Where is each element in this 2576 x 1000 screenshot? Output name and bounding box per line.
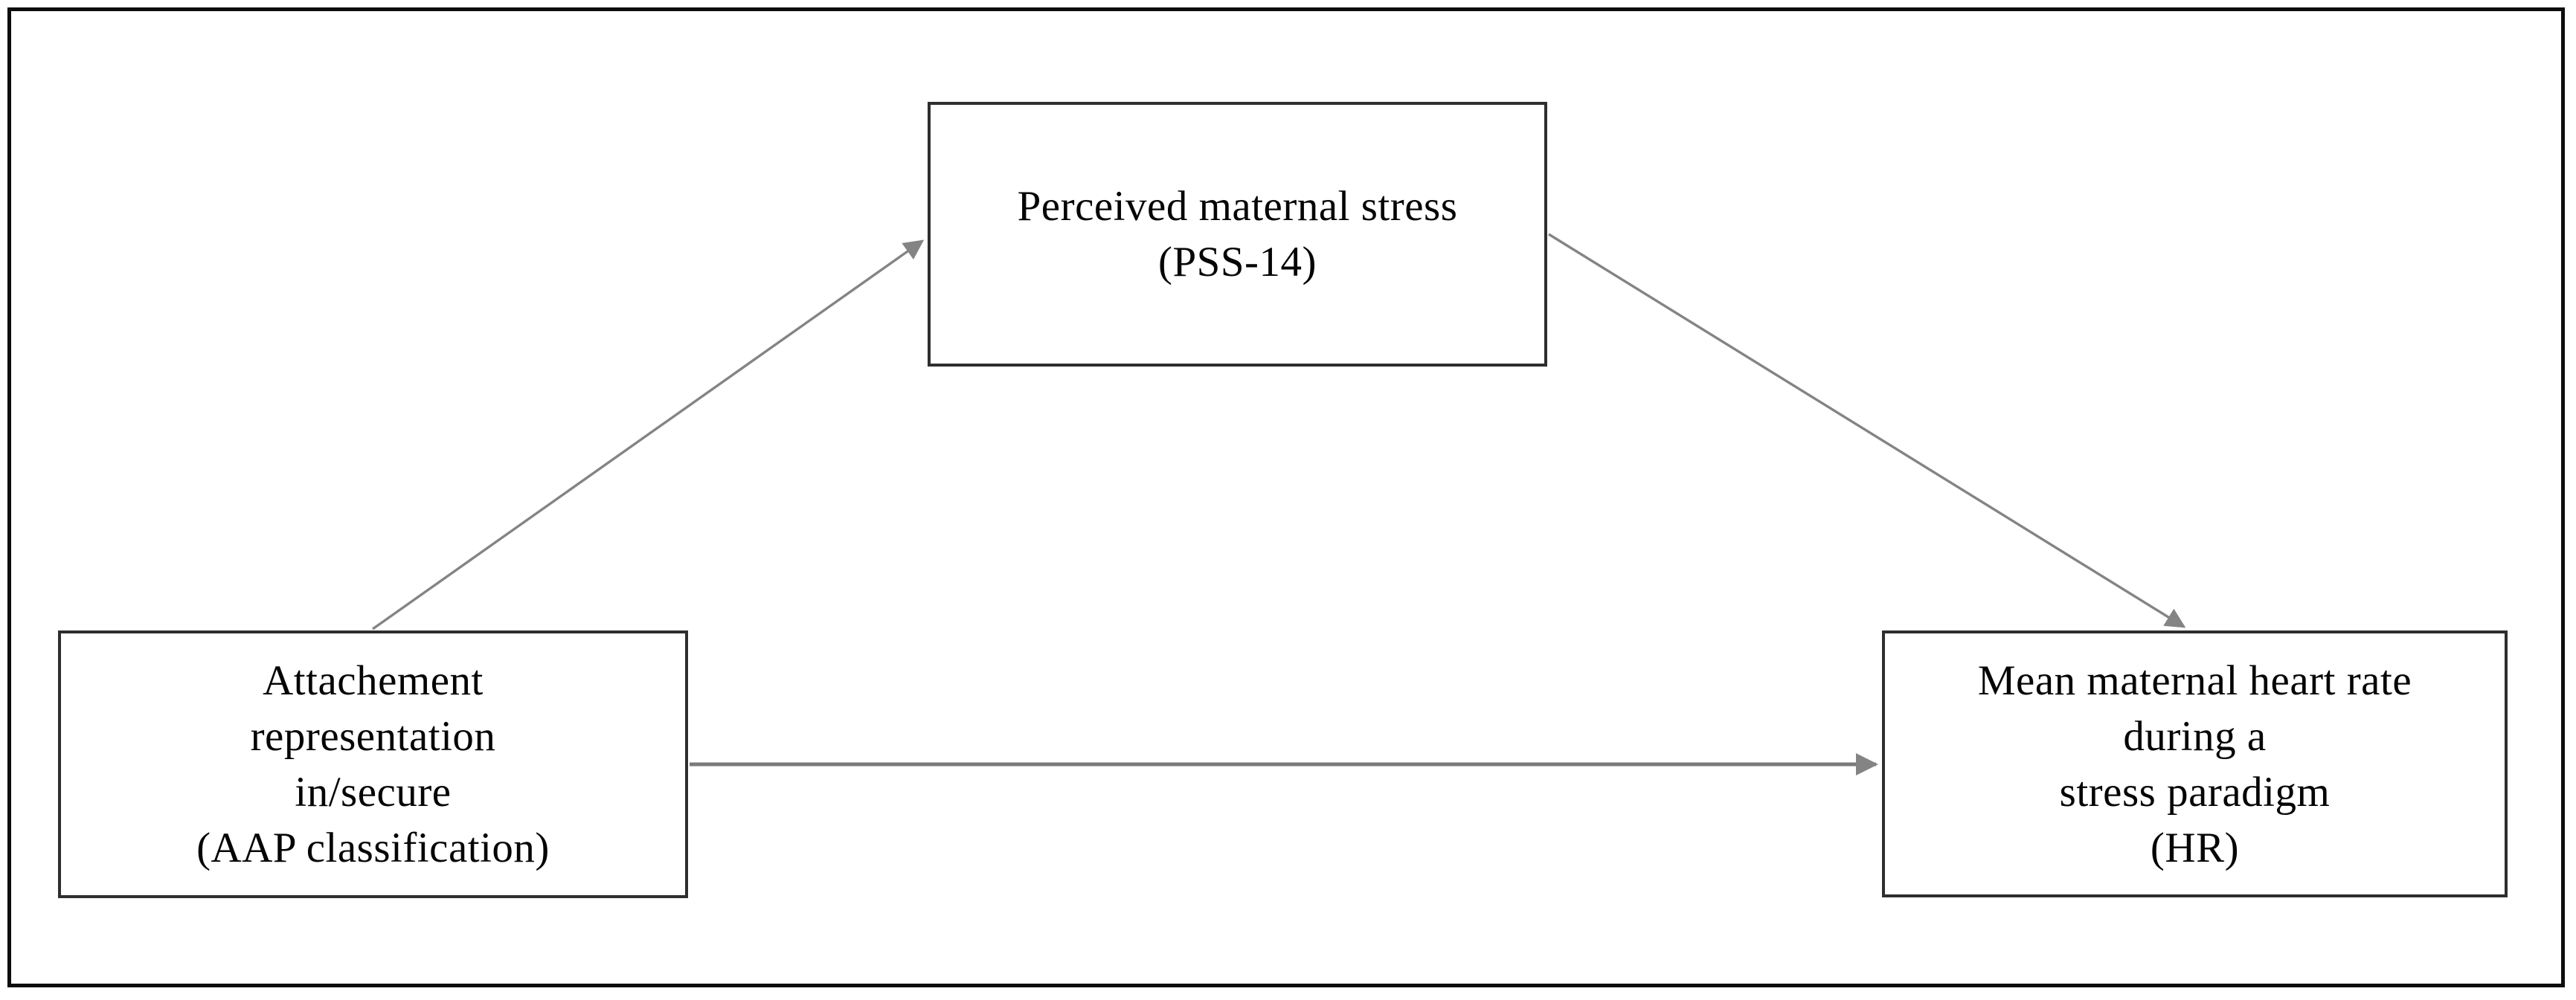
mediator-box: Perceived maternal stress (PSS-14) — [928, 102, 1547, 367]
predictor-box: Attachement representation in/secure (AA… — [58, 630, 688, 898]
figure-border — [7, 7, 2565, 987]
outcome-label-line: stress paradigm — [2059, 768, 2331, 816]
predictor-label-line: representation — [250, 713, 496, 760]
predictor-measure-line: (AAP classification) — [196, 825, 550, 871]
predictor-label-line: Attachement — [263, 657, 484, 704]
predictor-label-line: in/secure — [295, 769, 452, 816]
outcome-label-line: during a — [2123, 712, 2267, 760]
outcome-box: Mean maternal heart rate during a stress… — [1882, 630, 2508, 897]
mediator-measure-line: (PSS-14) — [1157, 239, 1317, 286]
outcome-measure-line: (HR) — [2150, 824, 2240, 871]
mediator-label-line: Perceived maternal stress — [1017, 183, 1458, 230]
outcome-label-line: Mean maternal heart rate — [1977, 657, 2412, 704]
